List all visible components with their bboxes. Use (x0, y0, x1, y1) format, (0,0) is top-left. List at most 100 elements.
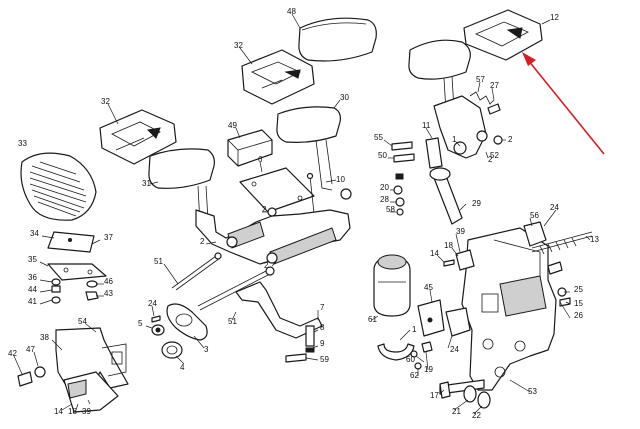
callout-4: 4 (180, 363, 185, 372)
callout-9: 9 (320, 339, 325, 348)
switch-39 (63, 371, 119, 413)
bracket-45 (417, 299, 445, 337)
bolt-9 (305, 347, 315, 353)
callout-42: 42 (8, 349, 17, 358)
callout-50: 50 (378, 151, 387, 160)
callout-56: 56 (530, 211, 539, 220)
frame-center (195, 188, 352, 265)
callout-24: 24 (550, 203, 559, 212)
bracket-7 (235, 281, 323, 339)
washer-21 (463, 385, 477, 403)
washer-47 (34, 366, 46, 378)
seat-top-12 (463, 9, 543, 61)
callout-18: 18 (444, 241, 453, 250)
cam-3 (166, 303, 208, 341)
callout-18: 18 (68, 407, 77, 416)
callout-46: 46 (104, 277, 113, 286)
callout-33: 33 (18, 139, 27, 148)
callout-34: 34 (30, 229, 39, 238)
callout-20: 20 (380, 183, 389, 192)
callout-62: 62 (410, 371, 419, 380)
callout-24: 24 (450, 345, 459, 354)
callout-7: 7 (320, 303, 325, 312)
callout-5: 5 (138, 319, 143, 328)
callout-19: 19 (424, 365, 433, 374)
callout-54: 54 (78, 317, 87, 326)
callout-32: 32 (234, 41, 243, 50)
callout-11: 11 (422, 121, 431, 130)
callout-1: 1 (452, 135, 457, 144)
screw-14-right (443, 259, 455, 267)
screw-5 (151, 324, 165, 336)
callout-48: 48 (287, 7, 296, 16)
callout-57: 57 (476, 75, 485, 84)
leader-lines (13, 13, 591, 415)
lever-11 (433, 95, 488, 159)
pin-27 (487, 103, 501, 115)
callout-24: 24 (148, 299, 157, 308)
callout-32: 32 (101, 97, 110, 106)
rod-51-left (171, 252, 222, 291)
callout-2: 2 (262, 205, 267, 214)
bracket-54 (55, 327, 129, 393)
callout-22: 22 (472, 411, 481, 420)
callout-27: 27 (490, 81, 499, 90)
callout-10: 10 (336, 175, 345, 184)
callout-28: 28 (380, 195, 389, 204)
callout-13: 13 (590, 235, 599, 244)
callout-21: 21 (452, 407, 461, 416)
callout-2: 2 (200, 237, 205, 246)
callout-2: 2 (508, 135, 513, 144)
highlight-arrow (522, 52, 605, 155)
callout-3: 3 (204, 345, 209, 354)
callout-35: 35 (28, 255, 37, 264)
seat-left-32 (99, 109, 177, 165)
callout-8: 8 (320, 323, 325, 332)
callout-12: 12 (550, 13, 559, 22)
cap-2-right (493, 135, 503, 145)
spring-57 (469, 91, 495, 105)
seat-cushion-30 (276, 106, 341, 191)
bolts-25-15-26 (547, 261, 571, 307)
callout-59: 59 (320, 355, 329, 364)
callout-52: 52 (490, 151, 499, 160)
pin-59 (285, 353, 307, 363)
rod-13 (531, 231, 593, 255)
callout-29: 29 (472, 199, 481, 208)
callout-39: 39 (456, 227, 465, 236)
callout-55: 55 (374, 133, 383, 142)
callout-37: 37 (104, 233, 113, 242)
callout-61: 61 (368, 315, 377, 324)
callout-45: 45 (424, 283, 433, 292)
callout-58: 58 (386, 205, 395, 214)
callout-36: 36 (28, 273, 37, 282)
callout-47: 47 (26, 345, 35, 354)
bracket-34 (47, 231, 95, 253)
callout-14: 14 (430, 249, 439, 258)
callout-41: 41 (28, 297, 37, 306)
switch-39-right (455, 249, 475, 271)
block-49 (227, 129, 273, 167)
reservoir-61 (373, 254, 411, 317)
link-1 (425, 137, 443, 169)
washer-22 (477, 391, 491, 409)
seat-cushion-48 (298, 17, 377, 62)
plate-35 (47, 263, 107, 281)
callout-43: 43 (104, 289, 113, 298)
fasteners-left (51, 278, 99, 304)
callout-14: 14 (54, 407, 63, 416)
callout-25: 25 (574, 285, 583, 294)
valve-24-right (445, 307, 471, 337)
washers-20-28-58 (393, 173, 405, 216)
rod-51-bottom (197, 266, 275, 311)
callout-39: 39 (82, 407, 91, 416)
callout-1: 1 (412, 325, 417, 334)
callout-51: 51 (228, 317, 237, 326)
callout-49: 49 (228, 121, 237, 130)
roller-4 (161, 341, 183, 359)
callout-15: 15 (574, 299, 583, 308)
seat-top-32 (241, 49, 315, 105)
callout-2: 2 (264, 261, 269, 270)
